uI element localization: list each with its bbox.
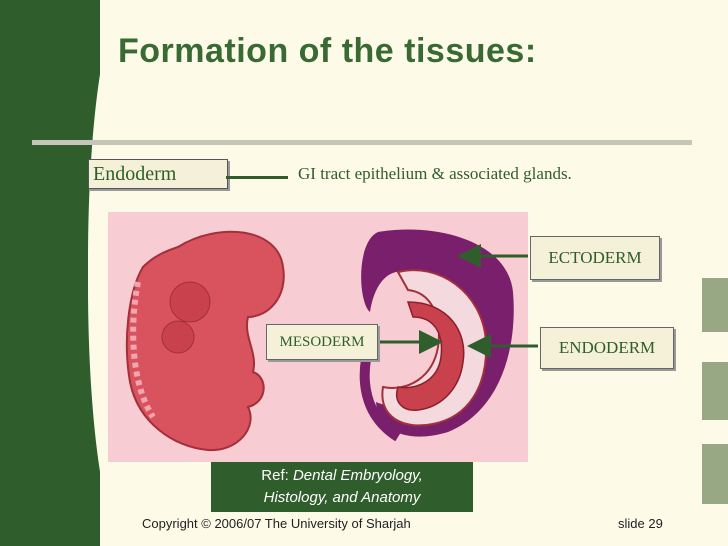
slide-title: Formation of the tissues: bbox=[118, 32, 537, 70]
left-embryo-liver bbox=[161, 320, 195, 354]
left-embryo bbox=[125, 230, 285, 452]
left-embryo-heart bbox=[169, 281, 211, 323]
reference-prefix: Ref: bbox=[261, 467, 293, 484]
side-tab bbox=[702, 362, 728, 420]
title-divider bbox=[32, 140, 692, 145]
slide-number: slide 29 bbox=[618, 516, 663, 531]
side-tab bbox=[702, 444, 728, 504]
endoderm-label: ENDODERM bbox=[540, 327, 674, 369]
endoderm-description: GI tract epithelium & associated glands. bbox=[298, 164, 572, 183]
embryo-drawings bbox=[125, 229, 514, 452]
ectoderm-label: ECTODERM bbox=[530, 236, 660, 280]
reference-title-line2: Histology, and Anatomy bbox=[263, 489, 421, 506]
mesoderm-label: MESODERM bbox=[266, 324, 378, 360]
side-tab bbox=[702, 278, 728, 332]
endoderm-box: Endoderm bbox=[88, 159, 228, 189]
left-decorative-bar bbox=[0, 0, 100, 546]
connector-line bbox=[226, 176, 288, 179]
reference-box: Ref: Dental Embryology, Histology, and A… bbox=[211, 462, 473, 512]
reference-title-line1: Dental Embryology, bbox=[292, 467, 423, 484]
copyright-text: Copyright © 2006/07 The University of Sh… bbox=[142, 516, 411, 531]
